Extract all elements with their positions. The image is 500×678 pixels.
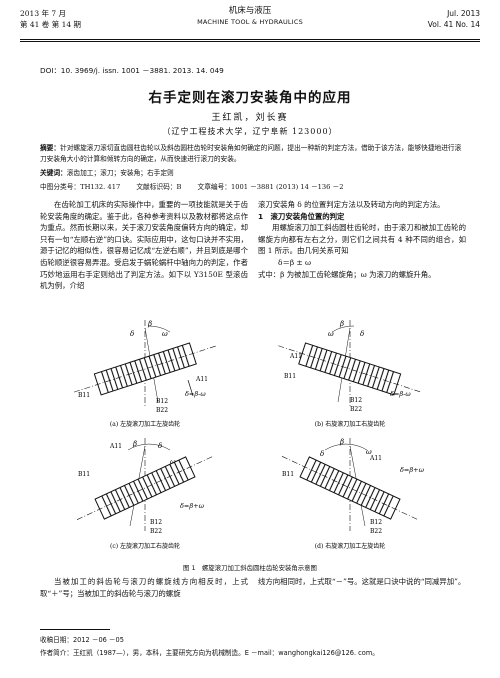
angle-arc (324, 443, 368, 451)
keywords-text: 滚齿加工；滚刀；安装角；右手定则 (66, 169, 174, 177)
article-id: 文章编号：1001 －3881 (2013) 14 －136 －2 (197, 183, 344, 191)
omega-label: ω (162, 330, 168, 338)
header-date-en: Jul. 2013 (447, 9, 480, 18)
label-b11: B11 (284, 373, 296, 380)
footnote-received: 收稿日期：2012 －06 －05 (40, 636, 124, 644)
journal-header: 2013 年 7 月 第 41 卷 第 14 期 机床与液压 MACHINE T… (20, 6, 480, 36)
rotation-arrow-a11 (187, 379, 194, 397)
footnote-rule (40, 629, 110, 630)
label-b22: B22 (156, 407, 168, 414)
body-column-left: 在齿轮加工机床的实际操作中，重要的一项技能就是关于齿轮安装角度的确定。鉴于此，各… (40, 199, 248, 292)
label-b12: B12 (150, 519, 162, 526)
label-b12: B12 (370, 519, 382, 526)
journal-name-cn: 机床与液压 (228, 6, 272, 16)
beta-label: β (339, 320, 344, 328)
label-b22: B22 (350, 406, 362, 413)
section-heading: 1 滚刀安装角位置的判定 (258, 211, 345, 221)
footnote-author: 作者简介：王红凯（1987—），男，本科，主要研究方向为机械制造。E －mail… (40, 649, 379, 657)
equation-explanation: 式中：β 为被加工齿轮螺旋角；ω 为滚刀的螺旋升角。 (258, 269, 436, 279)
eq-label: δ=β-ω (185, 390, 206, 398)
abstract: 摘要：针对螺旋滚刀滚切直齿圆柱齿轮以及斜齿圆柱齿轮时安装角如何确定的问题，提出一… (40, 143, 462, 164)
subfigure-d-caption: (d) 右旋滚刀加工左旋齿轮 (315, 542, 385, 550)
label-a11: A11 (369, 455, 382, 462)
beta-label: β (147, 320, 152, 328)
omega-label: ω (328, 330, 334, 338)
eq-label: δ=β+ω (180, 502, 205, 510)
header-volume-cn: 第 41 卷 第 14 期 (20, 20, 82, 29)
angle-arc (331, 325, 355, 333)
subfigure-c-caption: (c) 左旋滚刀加工右旋齿轮 (110, 542, 180, 550)
subfigure-a-caption: (a) 左旋滚刀加工左旋齿轮 (110, 420, 180, 428)
eq-label: δ=β-ω (390, 390, 411, 398)
paper-title: 右手定则在滚刀安装角中的应用 (148, 90, 352, 106)
paper-affiliation: （辽宁工程技术大学，辽宁阜新 123000） (162, 127, 338, 136)
header-rule (20, 39, 480, 42)
figure-caption: 图 1 螺旋滚刀加工斜齿圆柱齿轮安装角示意图 (183, 564, 317, 572)
subfigure-b-caption: (b) 右旋滚刀加工右旋齿轮 (315, 420, 385, 428)
beta-label: β (339, 438, 344, 446)
label-b12: B12 (156, 398, 168, 405)
keywords-label: 关键词： (40, 169, 67, 177)
label-b22: B22 (370, 528, 382, 535)
header-journal-name: 机床与液压 MACHINE TOOL & HYDRAULICS (20, 6, 480, 28)
equation: δ＝β ± ω (278, 257, 312, 267)
doi: DOI：10. 3969/j. issn. 1001 －3881. 2013. … (40, 66, 224, 75)
method-paragraph: 滚刀安装角 δ 的位置判定方法以及转动方向的判定方法。 (258, 200, 445, 209)
header-date-cn: 2013 年 7 月 (20, 9, 67, 18)
delta-label: δ (130, 330, 134, 338)
angle-arc (127, 443, 171, 451)
classification-line: 中图分类号：TH132. 417 文献标识码：B 文章编号：1001 －3881… (40, 181, 357, 191)
delta-label: δ (320, 450, 324, 458)
hob-installation-figure: β δ ω A11 B11 B12 B22 δ=β-ω (a) 左旋滚刀加工左旋… (73, 320, 425, 550)
label-b11: B11 (78, 392, 90, 399)
hob-axis-line (278, 345, 422, 393)
class-number: 中图分类号：TH132. 417 (40, 183, 121, 191)
angle-arc (147, 325, 171, 333)
omega-label: ω (170, 458, 176, 466)
label-b22: B22 (150, 528, 162, 535)
header-issue-en: Jul. 2013 Vol. 41 No. 14 (428, 8, 480, 30)
label-b11: B11 (282, 471, 294, 478)
subfigure-d: β δ ω A11 B11 B12 B22 δ=β+ω (d) 右旋滚刀加工左旋… (281, 438, 425, 550)
hob-axis-line (76, 456, 214, 520)
subfigure-a: β δ ω A11 B11 B12 B22 δ=β-ω (a) 左旋滚刀加工左旋… (73, 320, 217, 428)
journal-name-en: MACHINE TOOL & HYDRAULICS (197, 18, 303, 26)
label-a11: A11 (289, 353, 302, 360)
combination-paragraph: 用螺旋滚刀加工斜齿圆柱齿轮时，由于滚刀和被加工齿轮的螺旋方向都有左右之分，则它们… (258, 223, 466, 256)
header-volume-en: Vol. 41 No. 14 (427, 20, 480, 29)
beta-label: β (132, 440, 137, 448)
label-a11: A11 (109, 443, 122, 450)
delta-label: δ (360, 330, 364, 338)
subfigure-c: β δ ω A11 B11 B12 B22 δ=β+ω (c) 左旋滚刀加工右旋… (76, 438, 214, 550)
bottom-paragraph-left: 当被加工的斜齿轮与滚刀的螺旋线方向相反时，上式取“＋”号；当被加工的斜齿轮与滚刀… (40, 577, 248, 598)
doc-code: 文献标识码：B (136, 183, 182, 191)
label-a11: A11 (195, 376, 208, 383)
delta-label: δ (158, 442, 162, 450)
intro-paragraph: 在齿轮加工机床的实际操作中，重要的一项技能就是关于齿轮安装角度的确定。鉴于此，各… (40, 200, 248, 291)
body-column-right: 滚刀安装角 δ 的位置判定方法以及转动方向的判定方法。 1 滚刀安装角位置的判定… (258, 199, 466, 280)
eq-label: δ=β+ω (400, 466, 425, 474)
abstract-text: 针对螺旋滚刀滚切直齿圆柱齿轮以及斜齿圆柱齿轮时安装角如何确定的问题，提出一种新的… (40, 144, 462, 163)
hob-teeth-hatch (99, 344, 192, 394)
hob-axis-line (281, 456, 419, 520)
header-issue-cn: 2013 年 7 月 第 41 卷 第 14 期 (20, 8, 81, 30)
paper-authors: 王红凯，刘长赛 (211, 113, 289, 123)
subfigure-b: β δ ω A11 B11 B12 B22 δ=β-ω (b) 右旋滚刀加工右旋… (278, 320, 422, 428)
label-b12: B12 (350, 397, 362, 404)
abstract-label: 摘要： (40, 144, 61, 152)
omega-label: ω (366, 448, 372, 456)
label-b11: B11 (78, 471, 90, 478)
bottom-paragraph-right: 线方向相同时，上式取“－”号。这就是口诀中说的“同减异加”。 (258, 577, 466, 586)
keywords: 关键词：滚齿加工；滚刀；安装角；右手定则 (40, 167, 174, 177)
